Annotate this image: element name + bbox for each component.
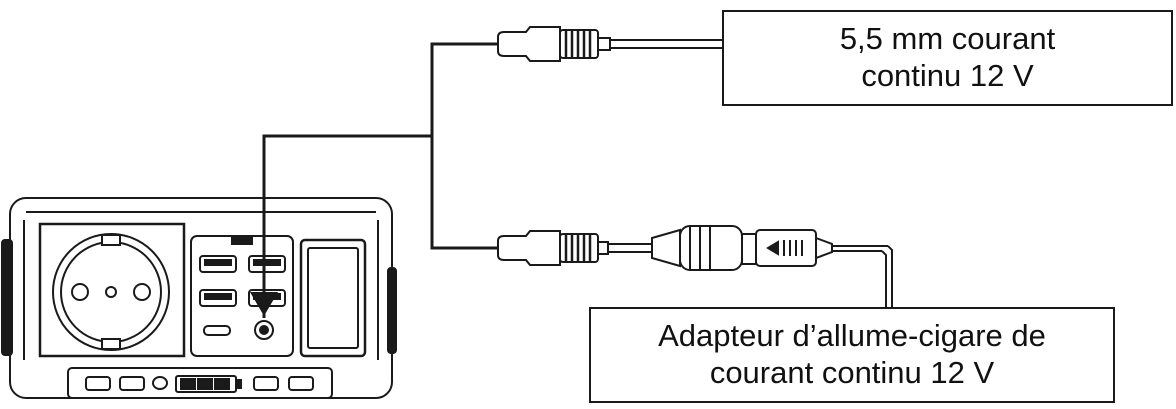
control-strip	[67, 367, 333, 399]
power-station-device	[1, 197, 397, 399]
dc-plug-upper	[497, 26, 722, 62]
dc-input-label-box: 5,5 mm courant continu 12 V	[722, 10, 1173, 106]
usb-port	[248, 255, 286, 273]
cigarette-adapter-label-box: Adapteur d’allume-cigare de courant cont…	[589, 307, 1115, 403]
light-panel	[299, 238, 367, 358]
cigarette-socket-adapter	[651, 225, 893, 307]
device-left-bumper	[1, 239, 13, 356]
control-button	[253, 376, 279, 391]
usb-port	[199, 289, 237, 307]
usb-c-port	[203, 325, 231, 336]
arrow-down-icon	[250, 292, 278, 316]
main-cable	[262, 42, 498, 318]
cigarette-adapter-label-line2: courant continu 12 V	[709, 355, 995, 390]
indicator-light	[152, 376, 168, 390]
dc-input-label-line2: continu 12 V	[861, 58, 1034, 93]
ac-socket	[38, 222, 186, 358]
dc-plug-lower	[497, 230, 652, 266]
dc-input-port	[254, 320, 274, 340]
control-button	[85, 376, 111, 391]
dc-input-label-line1: 5,5 mm courant	[839, 21, 1056, 57]
control-button	[288, 376, 314, 391]
control-button	[119, 376, 145, 391]
usb-port	[199, 255, 237, 273]
cigarette-adapter-label-line1: Adapteur d’allume-cigare de	[658, 318, 1046, 354]
device-right-bumper	[387, 267, 397, 354]
port-panel	[190, 235, 294, 357]
